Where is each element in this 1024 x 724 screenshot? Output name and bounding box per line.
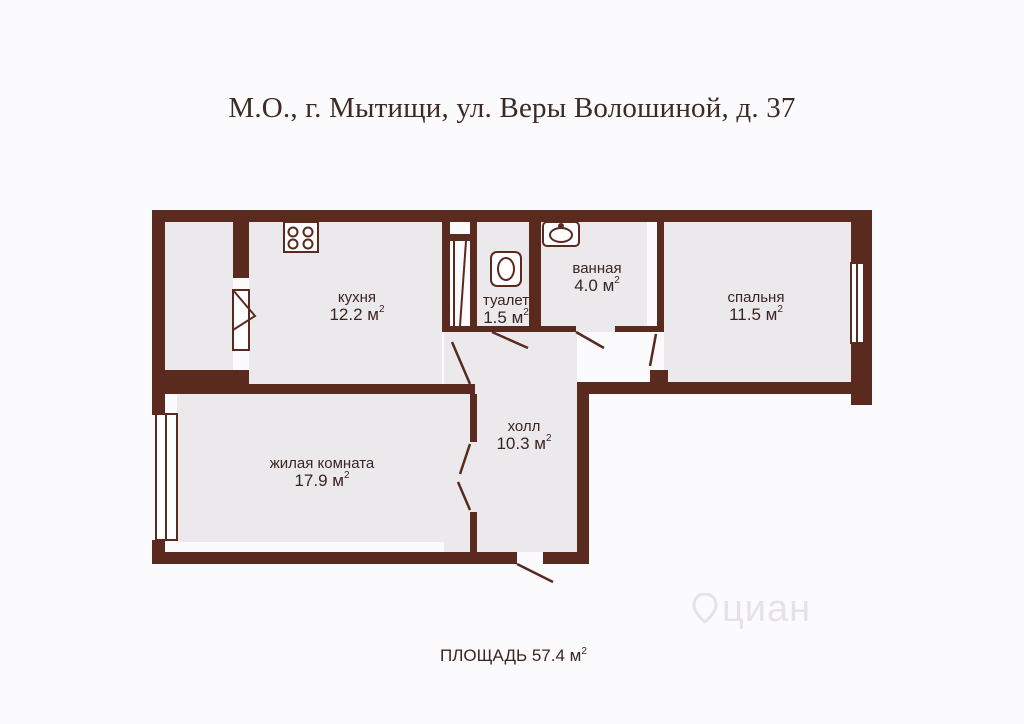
storage-floor: [165, 222, 233, 370]
wall-hall-stub: [650, 370, 668, 382]
door-living-2: [456, 481, 472, 511]
walls: [152, 210, 872, 564]
wall-left-upper: [152, 210, 165, 415]
wall-bedroom-left: [657, 210, 664, 332]
watermark: циан: [692, 588, 811, 631]
wall-bedroom-bottom: [577, 382, 872, 394]
total-area: ПЛОЩАДЬ 57.4 м2: [440, 646, 587, 665]
door-entrance: [516, 562, 554, 584]
wall-wet-bottom: [442, 326, 530, 332]
door-living-1: [458, 443, 472, 475]
wall-bottom-left: [152, 552, 517, 564]
address-title: М.О., г. Мытищи, ул. Веры Волошиной, д. …: [228, 92, 796, 124]
floor-areas: [165, 222, 851, 552]
wall-bottom-right: [543, 552, 589, 564]
door-bedroom: [648, 333, 658, 367]
wall-bath-bottom: [541, 326, 576, 332]
fixtures: [232, 221, 580, 351]
bedroom-floor: [664, 222, 851, 382]
wall-living-right-2: [470, 512, 477, 552]
wall-top: [152, 210, 872, 222]
door-toilet: [491, 330, 529, 350]
room-label-hall: холл 10.3 м2: [496, 418, 552, 453]
kitchen-floor: [249, 222, 442, 384]
door-swings: [450, 330, 658, 584]
room-label-toilet: туалет 1.5 м2: [482, 292, 530, 327]
room-label-living: жилая комната 17.9 м2: [269, 455, 375, 490]
windows: [155, 262, 865, 541]
room-label-bedroom: спальня 11.5 м2: [727, 289, 785, 324]
wall-kitchen-right: [442, 210, 450, 332]
pin-icon: [692, 593, 718, 623]
room-label-kitchen: кухня 12.2 м2: [329, 289, 385, 324]
living-floor: [177, 394, 470, 542]
wall-shaft-top: [450, 234, 470, 241]
wall-shaft-right: [470, 210, 477, 332]
hall-floor: [444, 332, 577, 552]
door-kitchen: [450, 341, 472, 385]
wall-bath-bottom-2: [615, 326, 664, 332]
toilet-bowl-icon: [490, 251, 522, 287]
wall-storage-right: [233, 210, 249, 278]
wall-hall-right: [577, 382, 589, 564]
shaft-icon: [453, 240, 467, 327]
wall-living-right: [470, 394, 477, 442]
wall-toilet-right: [529, 210, 541, 332]
room-label-bathroom: ванная 4.0 м2: [572, 260, 622, 295]
door-bath: [575, 330, 605, 350]
storage-door-icon: [232, 289, 257, 351]
wall-kitchen-bottom: [165, 384, 475, 394]
